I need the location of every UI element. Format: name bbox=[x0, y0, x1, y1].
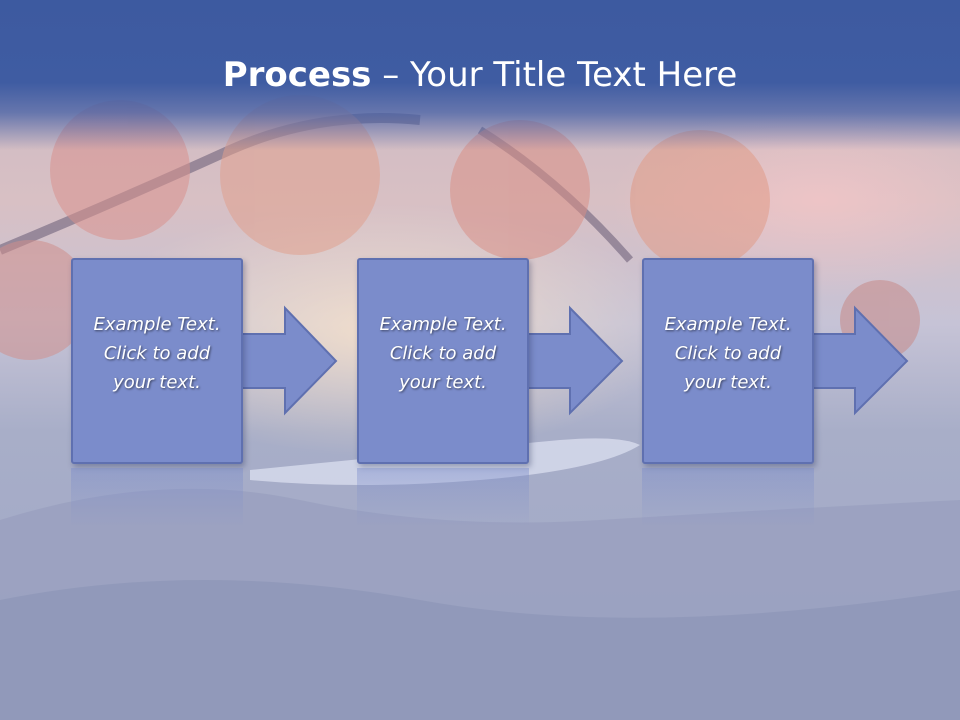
step-box-1[interactable] bbox=[71, 258, 243, 464]
title-rest: – Your Title Text Here bbox=[371, 55, 738, 95]
step-reflection-2 bbox=[357, 468, 529, 528]
step-text-1[interactable]: Example Text. Click to add your text. bbox=[93, 314, 221, 393]
step-text-3[interactable]: Example Text. Click to add your text. bbox=[664, 314, 792, 393]
title-bold: Process bbox=[222, 55, 372, 95]
step-text-2[interactable]: Example Text. Click to add your text. bbox=[379, 314, 507, 393]
step-reflection-1 bbox=[71, 468, 243, 528]
step-box-3[interactable] bbox=[642, 258, 814, 464]
step-reflection-3 bbox=[642, 468, 814, 528]
slide-title[interactable]: Process – Your Title Text Here bbox=[0, 52, 960, 98]
title-band bbox=[0, 0, 960, 150]
arrow-2 bbox=[525, 305, 624, 416]
step-box-2[interactable] bbox=[357, 258, 529, 464]
arrow-3 bbox=[809, 305, 909, 416]
arrow-1 bbox=[239, 305, 338, 416]
